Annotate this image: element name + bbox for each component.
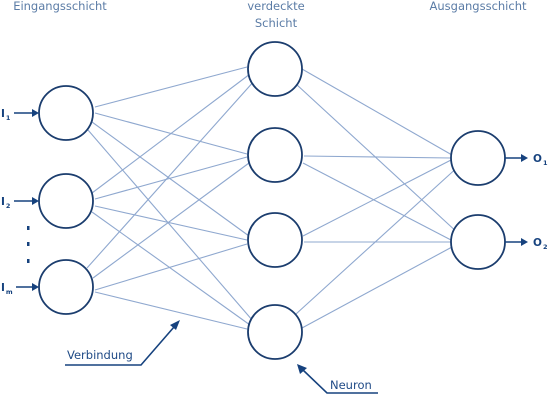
hidden-neuron-1 [247, 41, 303, 97]
hidden-neuron-4 [247, 304, 303, 360]
output-neuron-1 [450, 130, 506, 186]
hidden-layer-label-line2: Schicht [255, 16, 298, 30]
ellipsis-dot [27, 259, 30, 263]
input-arrows [14, 109, 39, 291]
output-arrows [505, 154, 528, 246]
connection [301, 246, 453, 329]
arrow-head-icon [521, 154, 528, 162]
connections-hidden-output [295, 68, 461, 329]
connection [301, 68, 453, 156]
arrow-head-icon [297, 364, 307, 374]
input-neuron-2 [38, 173, 94, 229]
arrow-head-icon [32, 283, 39, 291]
connection [86, 79, 256, 269]
ellipsis-dots [27, 226, 30, 263]
arrow-head-icon [32, 109, 39, 117]
ellipsis-dot [27, 242, 30, 246]
connection [303, 155, 452, 159]
neuron-annotation: Neuron [330, 378, 372, 392]
output-layer [450, 130, 506, 270]
arrow-head-icon [32, 197, 39, 205]
input-layer-label: Eingangsschicht [13, 0, 107, 13]
connection [87, 129, 254, 322]
connection-callout: Verbindung [65, 320, 180, 366]
input-neuron-1 [38, 85, 94, 141]
connection [91, 211, 251, 326]
arrow-head-icon [521, 238, 528, 246]
connection [94, 243, 248, 291]
connection [91, 73, 251, 194]
arrow-head-icon [170, 320, 180, 330]
hidden-layer-label-line1: verdeckte [247, 0, 304, 13]
connection [92, 162, 250, 279]
output-label-2: O2 [533, 237, 547, 251]
neuron-callout: Neuron [297, 364, 378, 394]
connection [94, 291, 248, 330]
connection [94, 66, 248, 108]
connection [94, 156, 248, 200]
connections-input-hidden [86, 66, 256, 330]
input-label-m: Im [1, 282, 13, 296]
input-neuron-m [38, 259, 94, 315]
hidden-neuron-2 [247, 127, 303, 183]
connection [302, 162, 452, 241]
connection-callout-line [65, 326, 175, 366]
output-layer-label: Ausgangsschicht [430, 0, 527, 13]
hidden-neuron-3 [247, 212, 303, 268]
connection [302, 159, 452, 237]
connection-annotation: Verbindung [67, 348, 133, 362]
connection [295, 164, 461, 315]
output-neuron-2 [450, 214, 506, 270]
input-layer [38, 85, 94, 315]
connection [91, 121, 250, 237]
output-label-1: O1 [533, 153, 548, 167]
connection [295, 83, 460, 235]
hidden-layer [247, 41, 303, 360]
ellipsis-dot [27, 226, 30, 230]
input-label-1: I1 [1, 108, 11, 122]
input-label-2: I2 [1, 196, 10, 210]
connection [94, 205, 248, 241]
neuron-callout-line [302, 369, 378, 394]
